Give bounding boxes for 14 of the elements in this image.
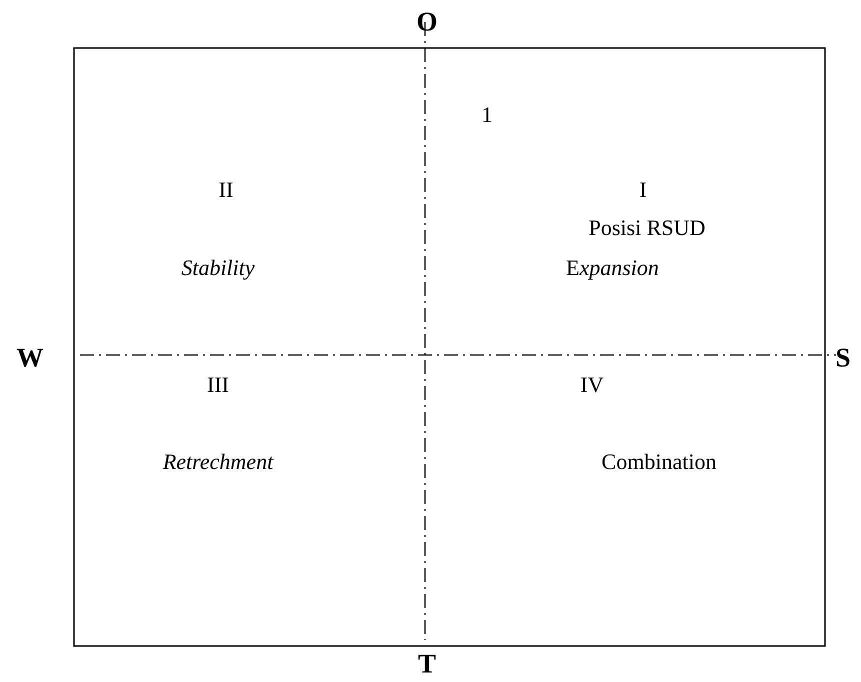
axis-letter: W	[16, 344, 44, 372]
axis-letter: O	[416, 8, 438, 36]
quadrant-text: Posisi RSUD	[588, 217, 706, 239]
quadrant-numeral: I	[639, 179, 647, 201]
quadrant-numeral: III	[207, 374, 229, 396]
strategy-label: Expansion	[566, 257, 659, 279]
axis-letter: T	[418, 650, 436, 678]
strategy-label: Stability	[181, 257, 255, 279]
quadrant-numeral: IV	[580, 374, 604, 396]
quadrant-text: Combination	[602, 451, 716, 473]
axis-letter: S	[835, 344, 851, 372]
quadrant-number: 1	[482, 104, 492, 126]
strategy-label: Retrechment	[162, 451, 274, 473]
quadrant-numeral: II	[218, 179, 234, 201]
